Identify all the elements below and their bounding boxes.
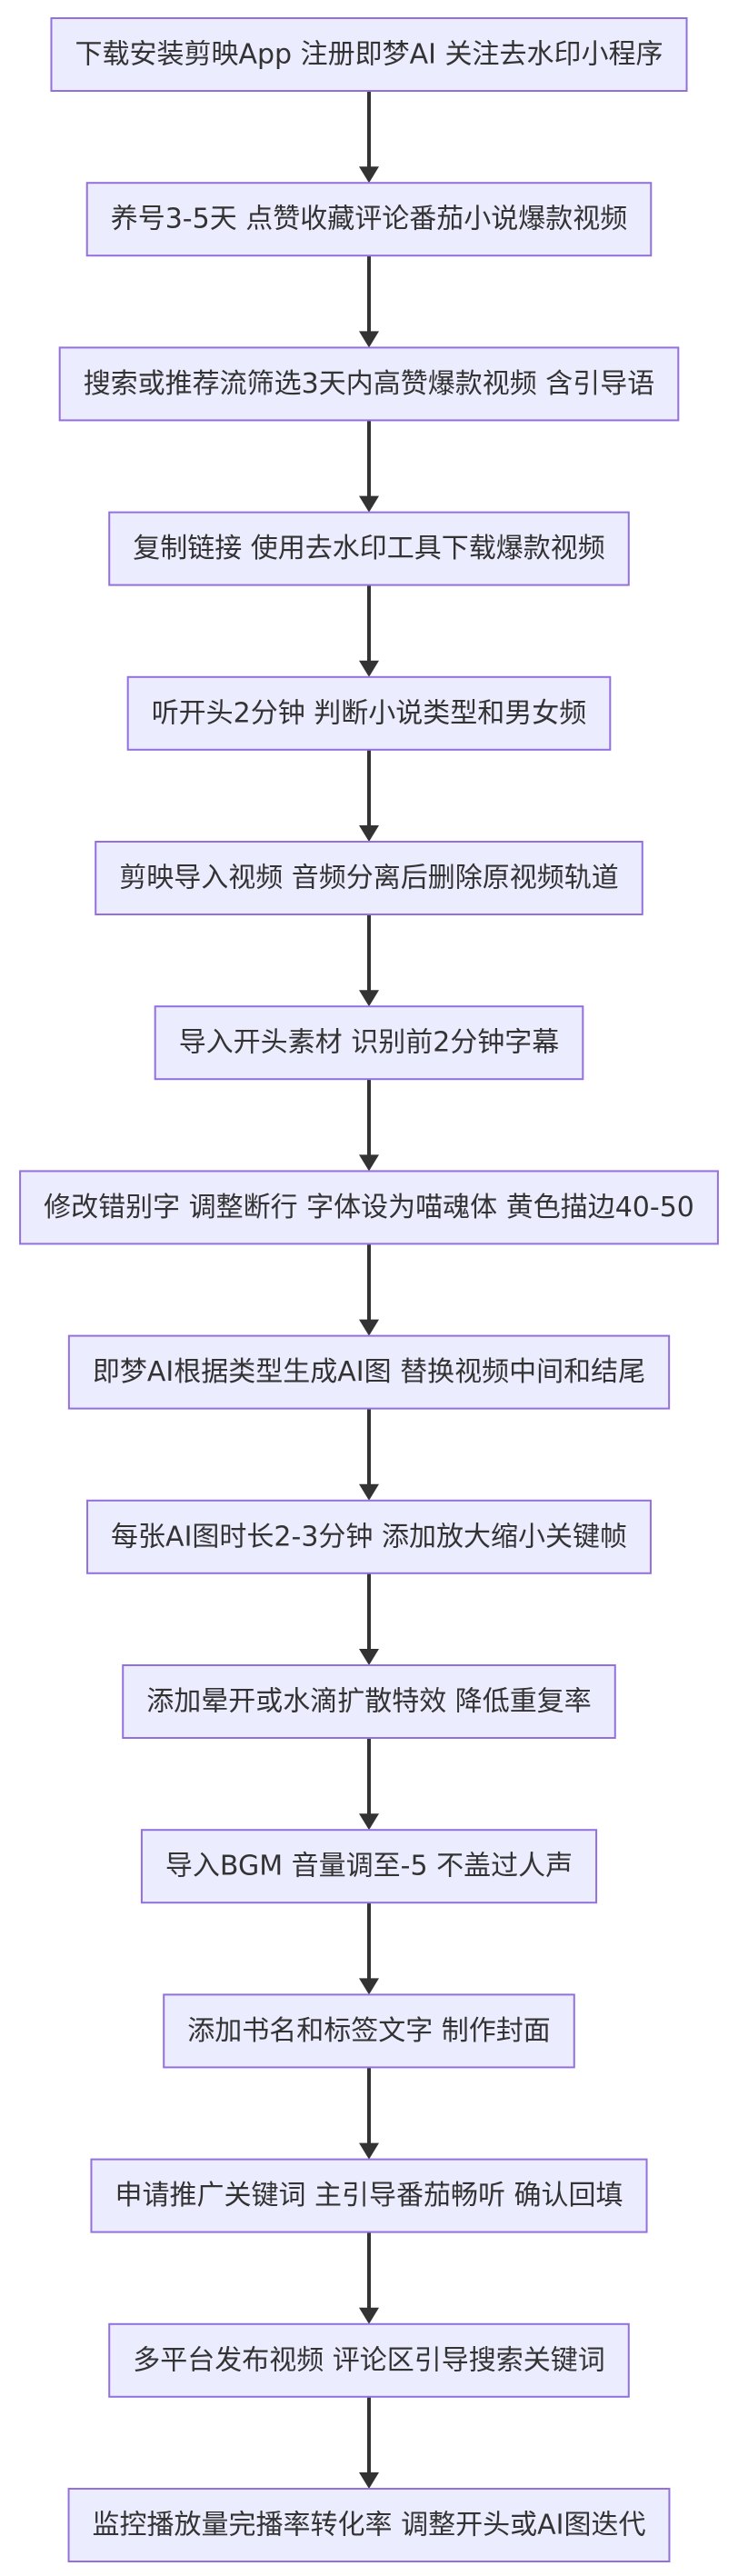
arrowhead-icon bbox=[359, 166, 379, 184]
flow-node-box bbox=[126, 675, 612, 751]
flow-edge-6 bbox=[359, 914, 379, 1007]
flow-node-box bbox=[122, 1664, 616, 1739]
arrowhead-icon bbox=[359, 2307, 379, 2324]
flow-edge-9 bbox=[359, 1408, 379, 1501]
flow-node-box bbox=[50, 17, 688, 92]
arrowhead-icon bbox=[359, 1154, 379, 1172]
flow-node-box bbox=[86, 1499, 652, 1574]
flow-node-box bbox=[108, 2322, 630, 2398]
flow-node-box bbox=[19, 1170, 719, 1245]
flow-edge-12 bbox=[359, 1902, 379, 1995]
flow-edge-8 bbox=[359, 1243, 379, 1336]
flow-node-3: 搜索或推荐流筛选3天内高赞爆款视频 含引导语 bbox=[58, 346, 680, 422]
flow-edge-7 bbox=[359, 1079, 379, 1172]
arrowhead-icon bbox=[359, 495, 379, 513]
flow-node-6: 剪映导入视频 音频分离后删除原视频轨道 bbox=[95, 841, 643, 915]
flow-node-label: 即梦AI根据类型生成AI图 替换视频中间和结尾 bbox=[93, 1356, 645, 1388]
arrowhead-icon bbox=[359, 2472, 379, 2489]
flow-node-box bbox=[67, 1334, 671, 1410]
arrowhead-icon bbox=[359, 990, 379, 1007]
flow-edge-4 bbox=[359, 584, 379, 677]
flow-node-label: 申请推广关键词 主引导番茄畅听 确认回填 bbox=[115, 2180, 623, 2212]
flow-node-8: 修改错别字 调整断行 字体设为喵魂体 黄色描边40-50 bbox=[19, 1170, 719, 1245]
flow-edge-14 bbox=[359, 2232, 379, 2324]
flow-node-label: 复制链接 使用去水印工具下载爆款视频 bbox=[133, 533, 605, 564]
flow-node-box bbox=[108, 511, 630, 586]
flow-node-box bbox=[140, 1829, 598, 1904]
flow-node-13: 添加书名和标签文字 制作封面 bbox=[163, 1993, 575, 2069]
flow-node-label: 剪映导入视频 音频分离后删除原视频轨道 bbox=[119, 863, 619, 894]
arrowhead-icon bbox=[359, 2142, 379, 2160]
flow-node-2: 养号3-5天 点赞收藏评论番茄小说爆款视频 bbox=[85, 182, 653, 257]
arrowhead-icon bbox=[359, 1649, 379, 1665]
arrowhead-icon bbox=[359, 1813, 379, 1831]
arrowhead-icon bbox=[359, 1978, 379, 1995]
flow-edge-1 bbox=[359, 91, 379, 184]
flow-node-11: 添加晕开或水滴扩散特效 降低重复率 bbox=[122, 1664, 616, 1739]
flow-node-box bbox=[154, 1005, 584, 1081]
arrowhead-icon bbox=[359, 1483, 379, 1501]
flow-edge-5 bbox=[359, 749, 379, 842]
flow-edge-10 bbox=[359, 1573, 379, 1665]
flow-node-9: 即梦AI根据类型生成AI图 替换视频中间和结尾 bbox=[67, 1334, 671, 1410]
flow-node-4: 复制链接 使用去水印工具下载爆款视频 bbox=[108, 511, 630, 586]
flow-node-box bbox=[95, 841, 643, 915]
arrowhead-icon bbox=[359, 825, 379, 842]
edges-layer bbox=[359, 91, 379, 2489]
flow-node-12: 导入BGM 音量调至-5 不盖过人声 bbox=[140, 1829, 598, 1904]
arrowhead-icon bbox=[359, 660, 379, 677]
flow-node-box bbox=[85, 182, 653, 257]
flow-node-label: 导入BGM 音量调至-5 不盖过人声 bbox=[165, 1851, 573, 1882]
flow-node-label: 修改错别字 调整断行 字体设为喵魂体 黄色描边40-50 bbox=[44, 1192, 694, 1223]
flow-node-box bbox=[67, 2488, 671, 2562]
flow-node-15: 多平台发布视频 评论区引导搜索关键词 bbox=[108, 2322, 630, 2398]
flow-edge-15 bbox=[359, 2396, 379, 2489]
flow-edge-11 bbox=[359, 1738, 379, 1831]
flow-node-label: 养号3-5天 点赞收藏评论番茄小说爆款视频 bbox=[111, 204, 628, 235]
flow-node-label: 导入开头素材 识别前2分钟字幕 bbox=[179, 1027, 560, 1059]
flow-node-label: 多平台发布视频 评论区引导搜索关键词 bbox=[133, 2344, 605, 2376]
flow-edge-13 bbox=[359, 2067, 379, 2160]
flow-node-label: 每张AI图时长2-3分钟 添加放大缩小关键帧 bbox=[111, 1521, 627, 1553]
flow-node-label: 搜索或推荐流筛选3天内高赞爆款视频 含引导语 bbox=[84, 368, 655, 400]
arrowhead-icon bbox=[359, 331, 379, 348]
flow-node-label: 监控播放量完播率转化率 调整开头或AI图迭代 bbox=[93, 2510, 646, 2541]
flow-node-box bbox=[90, 2158, 648, 2233]
arrowhead-icon bbox=[359, 1319, 379, 1336]
flow-node-box bbox=[163, 1993, 575, 2069]
flow-node-label: 下载安装剪映App 注册即梦AI 关注去水印小程序 bbox=[75, 39, 663, 71]
flow-node-label: 听开头2分钟 判断小说类型和男女频 bbox=[152, 697, 587, 729]
flow-node-label: 添加书名和标签文字 制作封面 bbox=[187, 2015, 551, 2047]
flow-node-16: 监控播放量完播率转化率 调整开头或AI图迭代 bbox=[67, 2488, 671, 2562]
flow-node-box bbox=[58, 346, 680, 422]
flow-node-5: 听开头2分钟 判断小说类型和男女频 bbox=[126, 675, 612, 751]
flow-node-10: 每张AI图时长2-3分钟 添加放大缩小关键帧 bbox=[86, 1499, 652, 1574]
flow-node-label: 添加晕开或水滴扩散特效 降低重复率 bbox=[146, 1686, 592, 1718]
flow-node-14: 申请推广关键词 主引导番茄畅听 确认回填 bbox=[90, 2158, 648, 2233]
flow-edge-2 bbox=[359, 255, 379, 348]
flow-edge-3 bbox=[359, 420, 379, 513]
flow-node-1: 下载安装剪映App 注册即梦AI 关注去水印小程序 bbox=[50, 17, 688, 92]
flow-node-7: 导入开头素材 识别前2分钟字幕 bbox=[154, 1005, 584, 1081]
